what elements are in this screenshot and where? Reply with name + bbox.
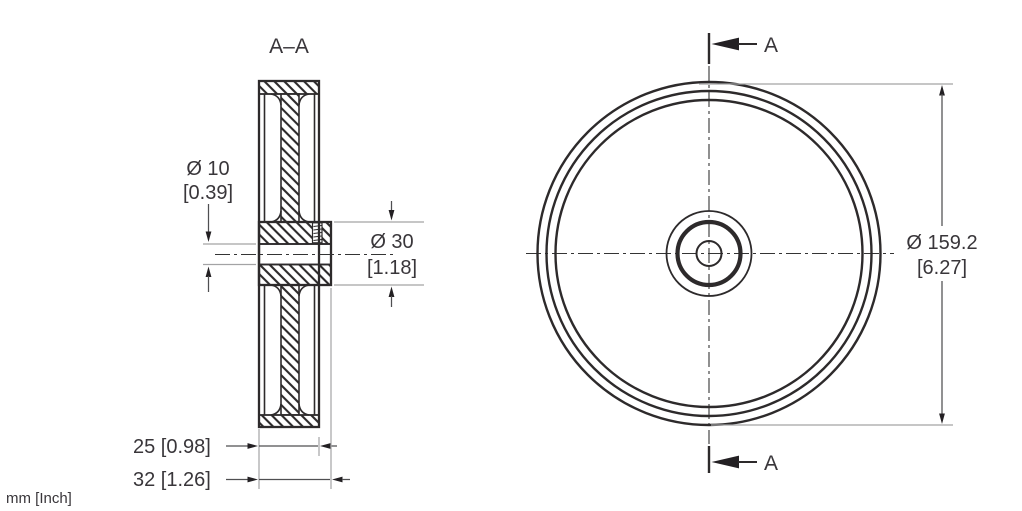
cut-arrow-bottom	[711, 455, 739, 469]
outer-diameter-dimension: Ø 159.2 [6.27]	[699, 83, 978, 426]
bore-diameter-dimension: Ø 10 [0.39]	[183, 158, 256, 292]
wheel-circles	[536, 80, 882, 427]
section-title: A–A	[269, 35, 309, 58]
hub-lower-hatch	[258, 263, 332, 286]
hub-dim-metric: Ø 30	[370, 231, 413, 253]
rim-inner-circle	[554, 98, 864, 409]
web-upper-hatch	[280, 93, 300, 223]
cut-arrow-top	[711, 37, 739, 51]
centerlines	[526, 66, 894, 444]
section-cut-marker-bottom: A	[707, 446, 778, 475]
set-screw-threads	[313, 225, 322, 241]
web-fillets	[270, 93, 310, 416]
section-cut-marker-top: A	[707, 33, 778, 64]
outer-dim-metric: Ø 159.2	[906, 232, 977, 254]
outer-dim-inch: [6.27]	[917, 257, 967, 279]
overall-width-label: 32 [1.26]	[133, 469, 211, 491]
hub-boss-circle	[675, 219, 743, 288]
bore-dim-inch: [0.39]	[183, 182, 233, 204]
rim-bottom-hatch	[258, 414, 320, 428]
section-view: A–A	[133, 35, 424, 491]
bore-circle	[695, 240, 723, 267]
web-lower-hatch	[280, 284, 300, 416]
hub-outer-circle	[665, 210, 753, 297]
cut-label-top: A	[764, 34, 778, 57]
rim-groove-circle	[545, 89, 873, 418]
front-view: A A Ø 159.2 [6.27]	[526, 33, 978, 475]
rim-top-hatch	[258, 80, 320, 95]
overall-width-dimension: 32 [1.26]	[133, 288, 350, 491]
cut-label-bottom: A	[764, 452, 778, 475]
wheel-cross-section	[215, 79, 397, 429]
units-note: mm [Inch]	[6, 490, 72, 507]
hub-diameter-dimension: Ø 30 [1.18]	[334, 201, 424, 307]
hub-outline	[257, 220, 333, 287]
wheel-width-label: 25 [0.98]	[133, 436, 211, 458]
bore-dim-metric: Ø 10	[186, 158, 229, 180]
hub-dim-inch: [1.18]	[367, 257, 417, 279]
outer-rim-circle	[536, 80, 882, 427]
